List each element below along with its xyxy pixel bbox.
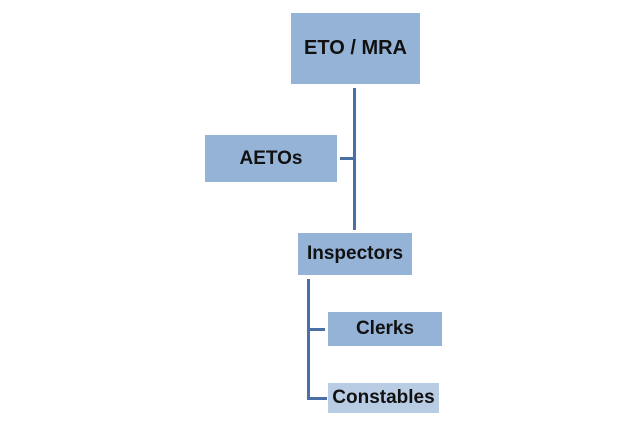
node-aetos: AETOs (205, 135, 337, 182)
connector-inspectors-vertical (307, 279, 310, 400)
node-constables: Constables (328, 383, 439, 413)
connector-aetos (340, 157, 355, 160)
node-clerks: Clerks (328, 312, 442, 346)
node-inspectors: Inspectors (298, 233, 412, 275)
connector-constables (307, 397, 327, 400)
node-eto-mra: ETO / MRA (291, 13, 420, 84)
connector-clerks (307, 328, 325, 331)
